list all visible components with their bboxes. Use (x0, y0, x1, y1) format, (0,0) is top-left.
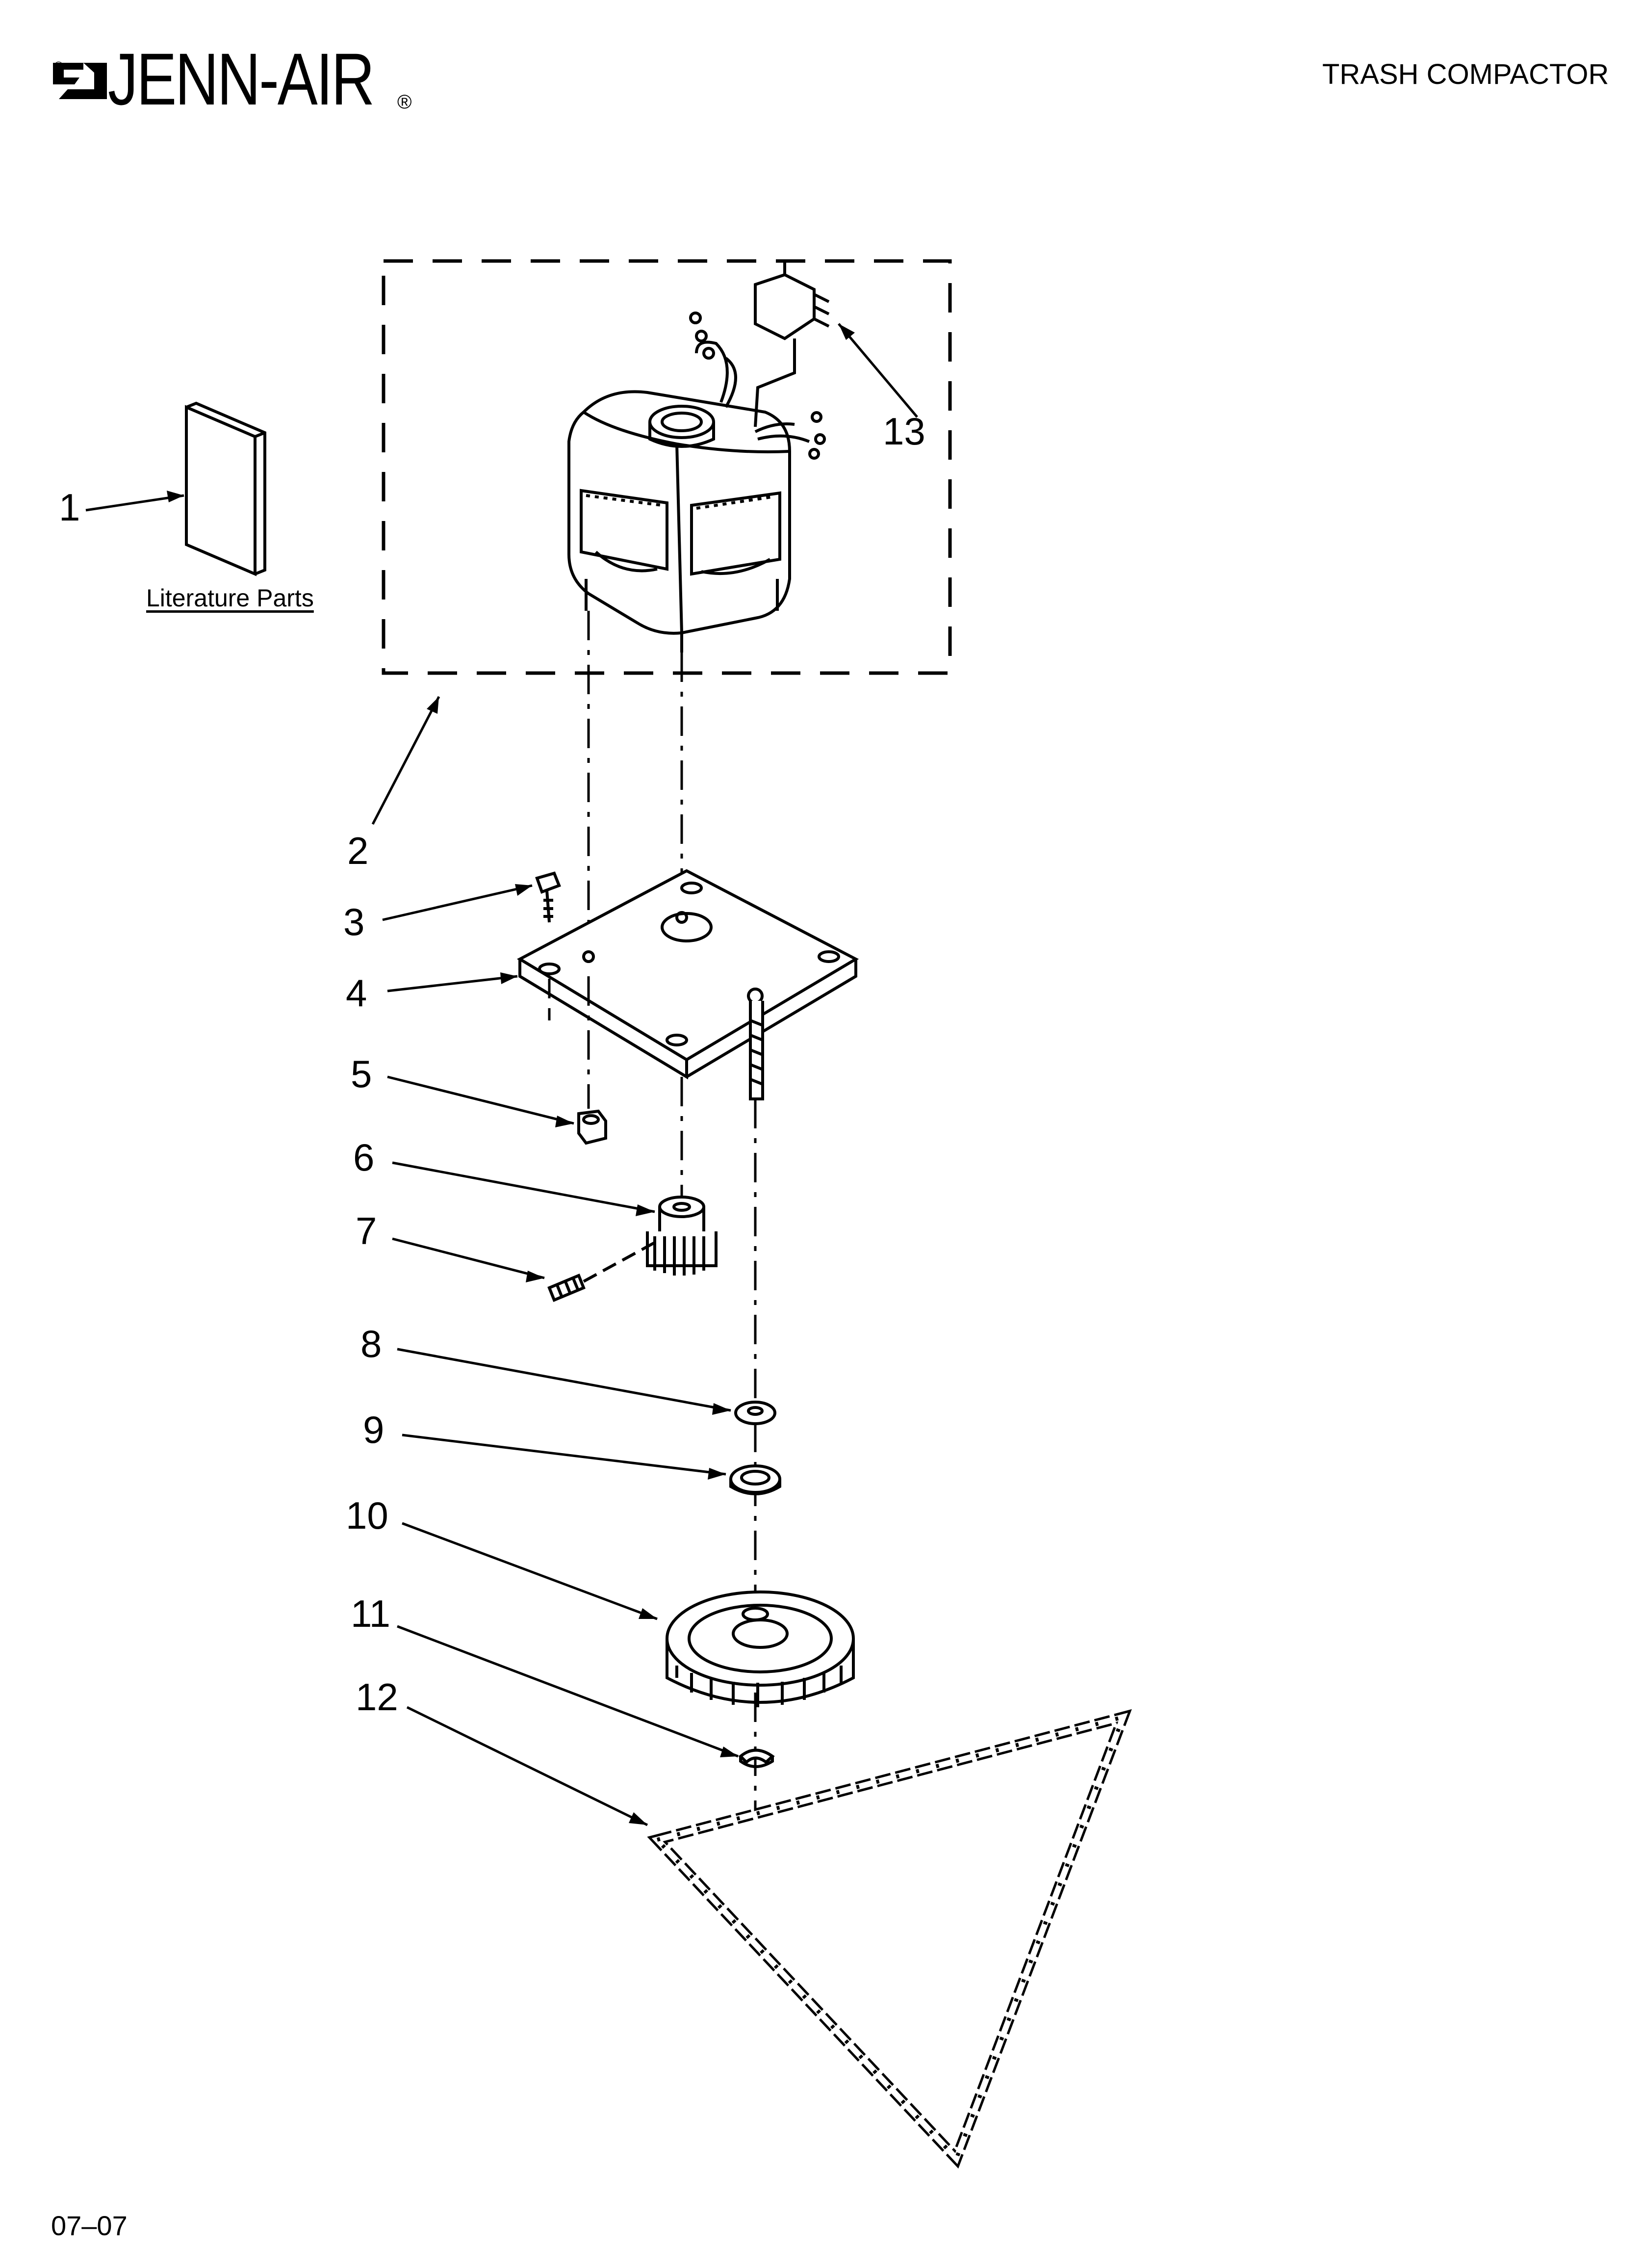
leader-arrowheads (167, 324, 855, 1825)
drive-chain-icon (647, 1709, 1132, 2169)
bearing-icon (729, 1464, 781, 1495)
switch-icon (754, 260, 830, 340)
leader-lines (85, 323, 918, 1826)
callout-8: 8 (360, 1322, 382, 1365)
jenn-air-logo-icon (53, 63, 107, 99)
product-title: TRASH COMPACTOR (1322, 58, 1609, 90)
literature-book-icon (185, 401, 266, 576)
pinion-icon (646, 1196, 718, 1276)
callout-11: 11 (351, 1592, 390, 1635)
sprocket-icon (666, 1590, 855, 1707)
page-code: 07–07 (51, 2210, 128, 2241)
callout-9: 9 (363, 1408, 385, 1451)
registered-mark: ® (54, 59, 64, 74)
washer-icon (734, 1401, 776, 1425)
callout-10: 10 (346, 1494, 388, 1537)
literature-parts-label: Literature Parts (146, 584, 314, 612)
callout-1: 1 (59, 486, 80, 529)
callout-13: 13 (883, 410, 925, 453)
mounting-plate-icon (516, 869, 859, 1080)
screw-icon (535, 871, 561, 923)
nut-icon (577, 1109, 607, 1145)
callout-3: 3 (343, 900, 365, 943)
callout-6: 6 (353, 1136, 375, 1179)
brand-name: JENN-AIR (108, 38, 375, 120)
motor-icon (567, 312, 826, 652)
registered-mark: ® (397, 91, 412, 113)
callout-2: 2 (347, 829, 369, 872)
callout-5: 5 (351, 1052, 372, 1095)
set-screw-icon (547, 1240, 658, 1302)
callout-4: 4 (346, 971, 367, 1015)
callout-7: 7 (356, 1209, 377, 1252)
retaining-ring-icon (738, 1748, 775, 1768)
callout-12: 12 (356, 1675, 398, 1719)
